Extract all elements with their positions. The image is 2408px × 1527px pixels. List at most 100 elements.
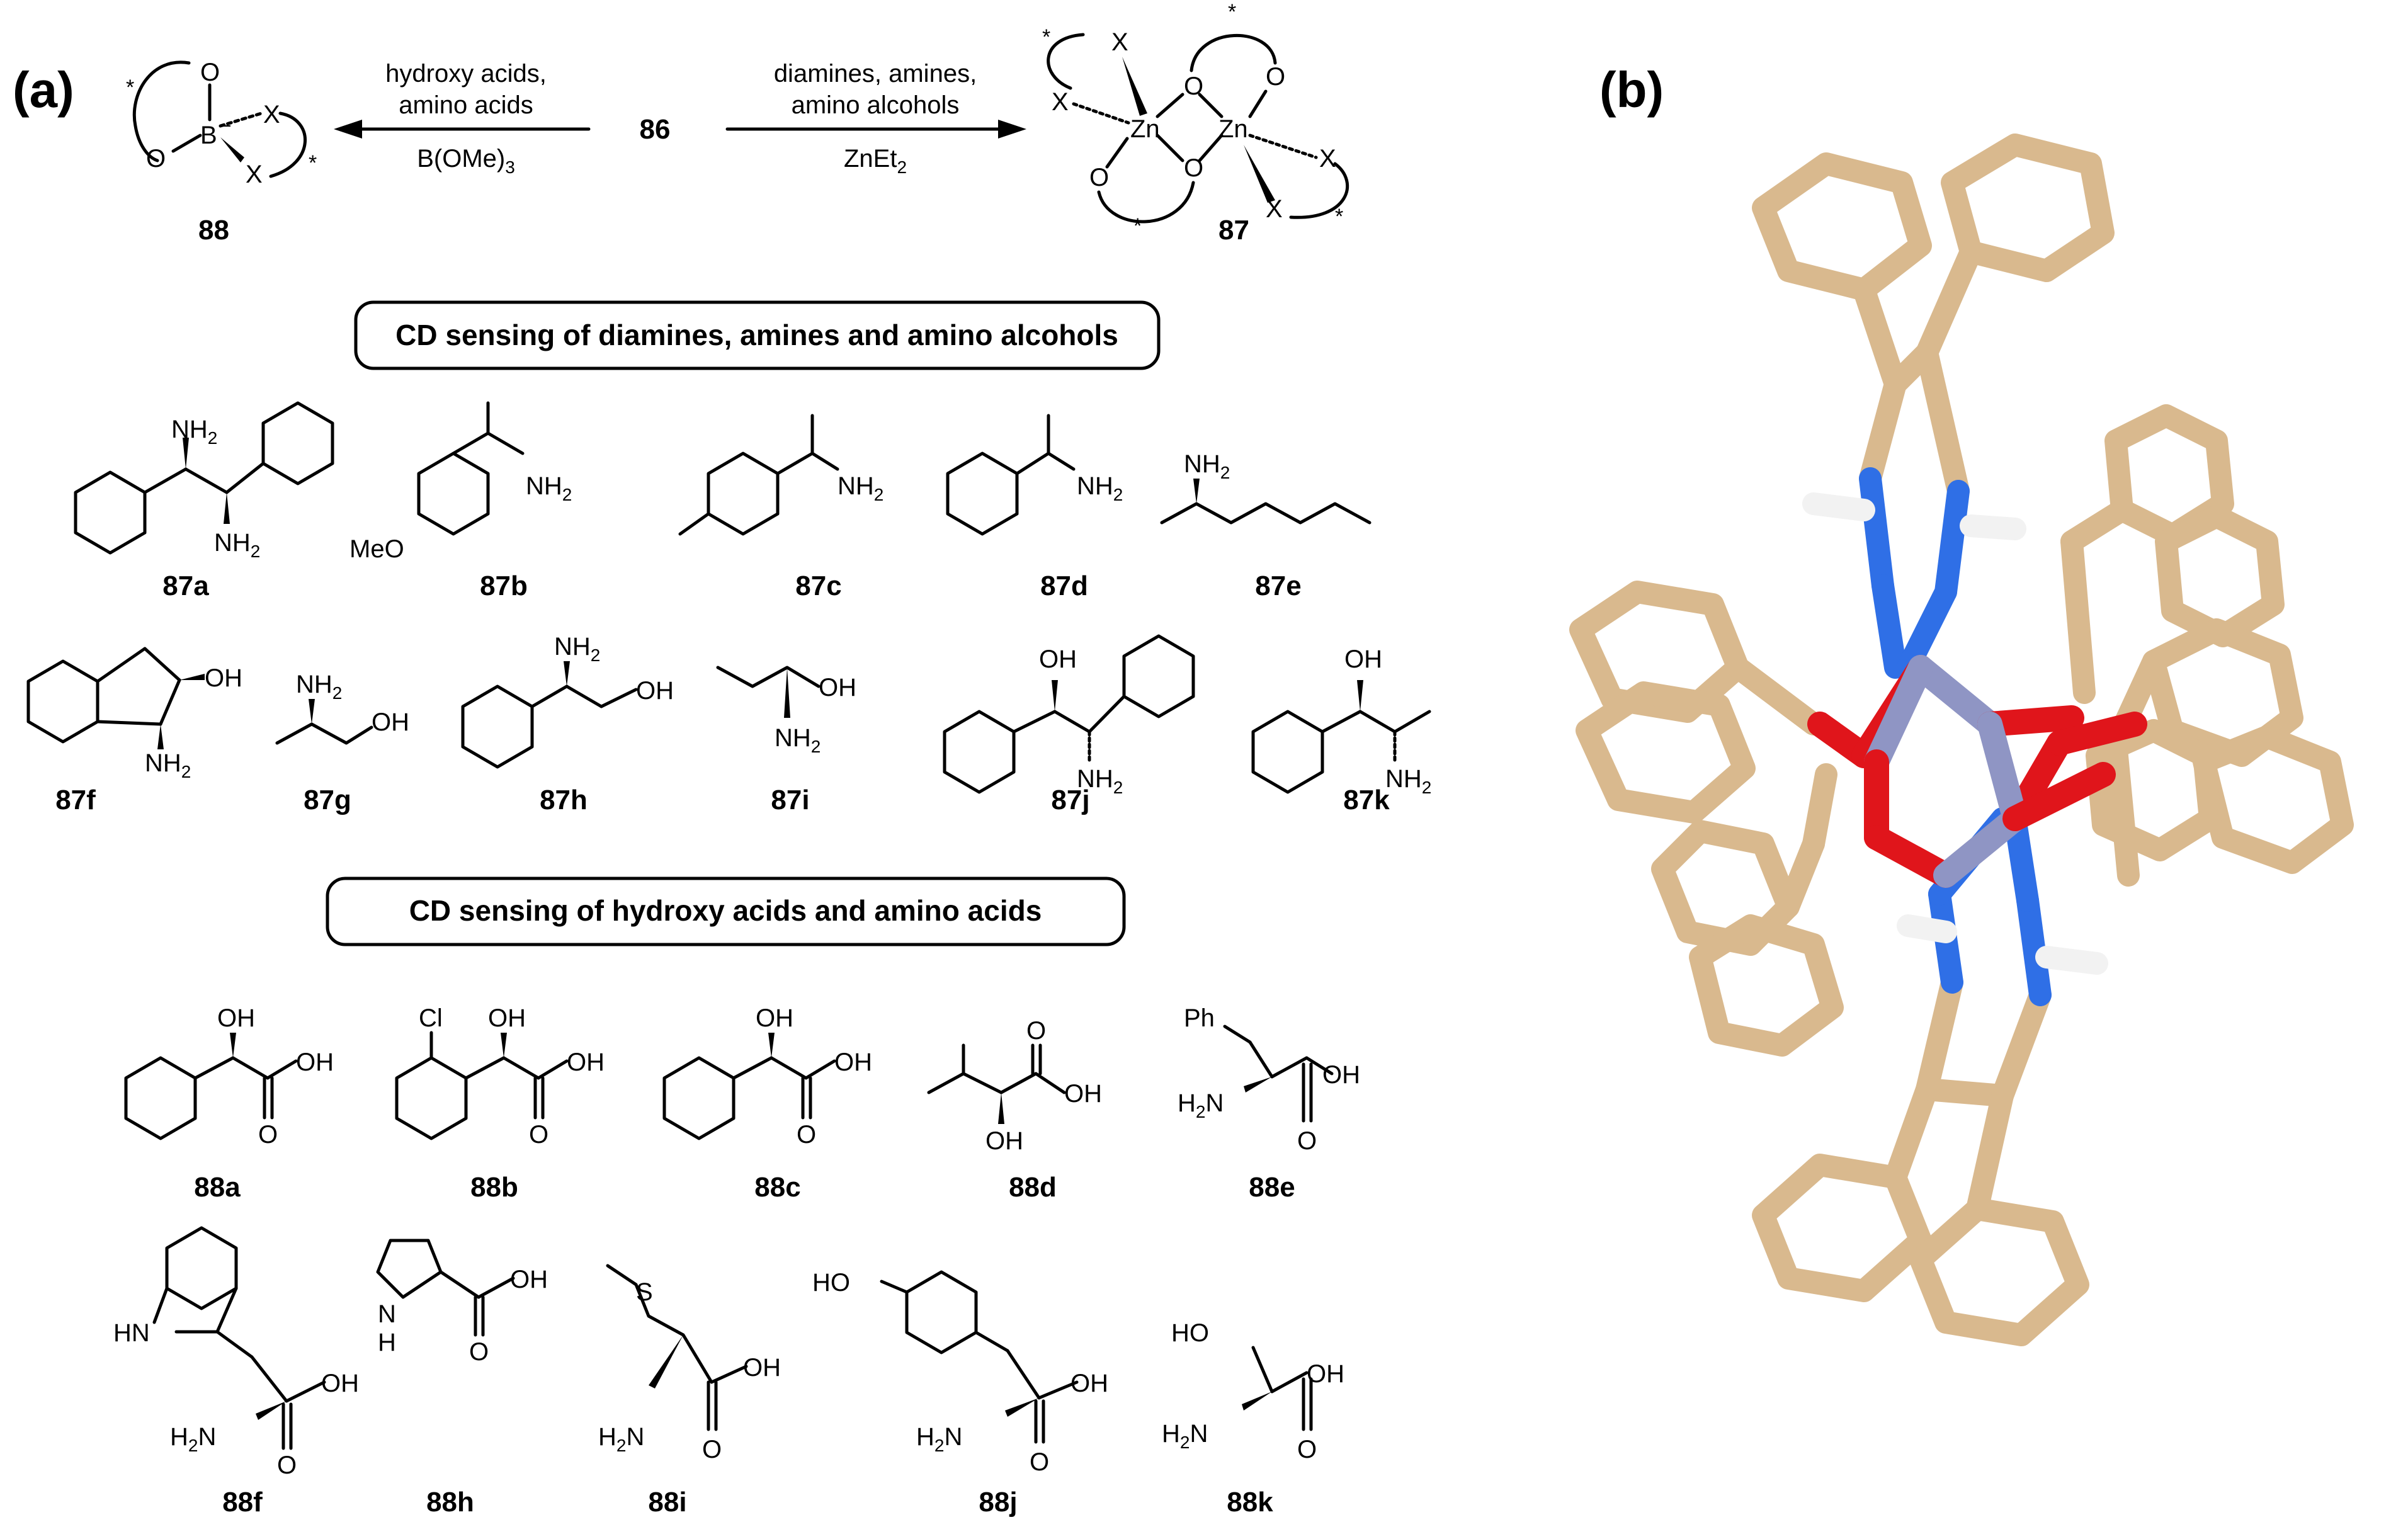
label-88h: 88h: [426, 1487, 474, 1518]
svg-text:O: O: [797, 1121, 816, 1149]
molecule-87g: NH2 OH: [275, 671, 409, 745]
svg-text:NH2: NH2: [838, 472, 883, 504]
svg-text:O: O: [1089, 164, 1109, 191]
label-88e: 88e: [1249, 1172, 1295, 1203]
svg-text:O: O: [1297, 1127, 1317, 1155]
label-88b: 88b: [470, 1172, 518, 1203]
svg-text:OH: OH: [217, 1004, 255, 1032]
label-88k: 88k: [1227, 1487, 1273, 1518]
svg-text:NH2: NH2: [145, 749, 191, 781]
molecule-88h: N H OH O: [376, 1239, 548, 1366]
svg-text:O: O: [1026, 1017, 1046, 1045]
svg-text:*: *: [126, 76, 134, 99]
right-arrow-reagent-3: ZnEt2: [844, 145, 907, 177]
svg-text:X: X: [1111, 28, 1128, 56]
svg-text:*: *: [1335, 205, 1343, 229]
svg-text:O: O: [1030, 1448, 1049, 1476]
svg-text:H: H: [378, 1329, 396, 1356]
left-arrow-reagent-2: amino acids: [399, 91, 533, 119]
molecule-88f: HN H2N OH O: [113, 1226, 359, 1479]
left-reaction-arrow: hydroxy acids, amino acids B(OMe)3: [334, 60, 591, 177]
zinc-dimer-87: Zn Zn O O O O X X * X X * * * 87: [1042, 0, 1349, 246]
svg-text:OH: OH: [567, 1048, 605, 1076]
svg-text:*: *: [309, 151, 317, 175]
molecule-87k: OH NH2: [1251, 645, 1431, 797]
crystal-structure-render: [1569, 133, 2354, 1346]
molecule-87i: NH2 OH: [716, 666, 856, 756]
section2-title: CD sensing of hydroxy acids and amino ac…: [409, 894, 1042, 927]
svg-text:O: O: [702, 1436, 722, 1463]
label-87e: 87e: [1255, 570, 1301, 601]
svg-text:H2N: H2N: [916, 1423, 962, 1455]
svg-text:O: O: [277, 1451, 297, 1479]
molecule-88a: OH OH O: [124, 1004, 334, 1149]
svg-text:*: *: [1042, 25, 1050, 49]
svg-text:X: X: [1319, 145, 1336, 173]
svg-text:OH: OH: [1307, 1360, 1344, 1388]
label-88c: 88c: [754, 1172, 800, 1203]
right-arrow-reagent-2: amino alcohols: [792, 91, 960, 119]
svg-text:OH: OH: [636, 677, 674, 705]
compound-88-label: 88: [198, 215, 229, 246]
panel-b-label: (b): [1599, 62, 1664, 118]
molecule-88k: HO H2N OH O: [1162, 1319, 1344, 1463]
label-87h: 87h: [540, 785, 588, 815]
molecule-88d: O OH OH: [927, 1017, 1102, 1155]
molecule-87c: NH2: [678, 414, 883, 536]
left-arrow-reagent-1: hydroxy acids,: [385, 60, 547, 88]
svg-text:O: O: [469, 1338, 489, 1366]
molecule-88c: OH OH O: [662, 1004, 872, 1149]
label-88f: 88f: [222, 1487, 263, 1518]
right-arrow-reagent-1: diamines, amines,: [774, 60, 977, 88]
svg-text:NH2: NH2: [214, 529, 260, 561]
svg-text:OH: OH: [1344, 645, 1382, 673]
label-87c: 87c: [795, 570, 841, 601]
svg-text:NH2: NH2: [296, 671, 342, 703]
panel-a-label: (a): [13, 62, 74, 118]
molecule-87b: NH2 MeO: [349, 401, 572, 563]
svg-text:O: O: [146, 145, 166, 173]
label-87b: 87b: [480, 570, 528, 601]
hydrogen-bonds: [1802, 492, 2108, 975]
svg-text:OH: OH: [743, 1354, 781, 1382]
svg-text:OH: OH: [985, 1127, 1023, 1155]
svg-text:H2N: H2N: [1162, 1420, 1208, 1452]
molecule-88i: S H2N OH O: [598, 1264, 781, 1463]
molecule-87f: OH NH2: [26, 647, 242, 781]
svg-text:OH: OH: [1064, 1080, 1102, 1108]
svg-text:NH2: NH2: [1077, 472, 1123, 504]
molecule-88j: HO H2N OH O: [812, 1269, 1108, 1476]
molecule-88e: Ph H2N OH O: [1178, 1004, 1360, 1155]
boron-compound-88: O O B − X X * * 88: [126, 59, 317, 246]
svg-text:Cl: Cl: [419, 1004, 443, 1032]
svg-text:HO: HO: [1171, 1319, 1209, 1347]
svg-text:OH: OH: [756, 1004, 793, 1032]
molecule-87j: OH NH2: [943, 634, 1195, 797]
svg-text:NH2: NH2: [526, 472, 572, 504]
molecule-87a: NH2 NH2: [74, 401, 334, 561]
svg-text:HN: HN: [113, 1319, 150, 1347]
svg-text:OH: OH: [296, 1048, 334, 1076]
svg-text:OH: OH: [372, 708, 409, 736]
svg-text:OH: OH: [819, 674, 856, 701]
svg-text:OH: OH: [205, 664, 242, 692]
svg-text:HO: HO: [812, 1269, 850, 1297]
svg-text:H2N: H2N: [598, 1423, 644, 1455]
svg-text:O: O: [1297, 1436, 1317, 1463]
svg-text:X: X: [1052, 88, 1069, 116]
svg-text:O: O: [1266, 63, 1285, 91]
carbon-skeleton: [1569, 133, 2354, 1346]
svg-text:Ph: Ph: [1184, 1004, 1215, 1032]
svg-text:OH: OH: [321, 1370, 359, 1397]
svg-text:OH: OH: [1322, 1061, 1360, 1089]
label-87g: 87g: [304, 785, 351, 815]
label-87k: 87k: [1343, 785, 1390, 815]
svg-text:O: O: [529, 1121, 548, 1149]
section1-title: CD sensing of diamines, amines and amino…: [395, 319, 1118, 351]
svg-text:NH2: NH2: [1385, 765, 1431, 797]
svg-text:NH2: NH2: [554, 633, 600, 665]
svg-text:OH: OH: [1039, 645, 1077, 673]
svg-text:H2N: H2N: [1178, 1089, 1224, 1121]
